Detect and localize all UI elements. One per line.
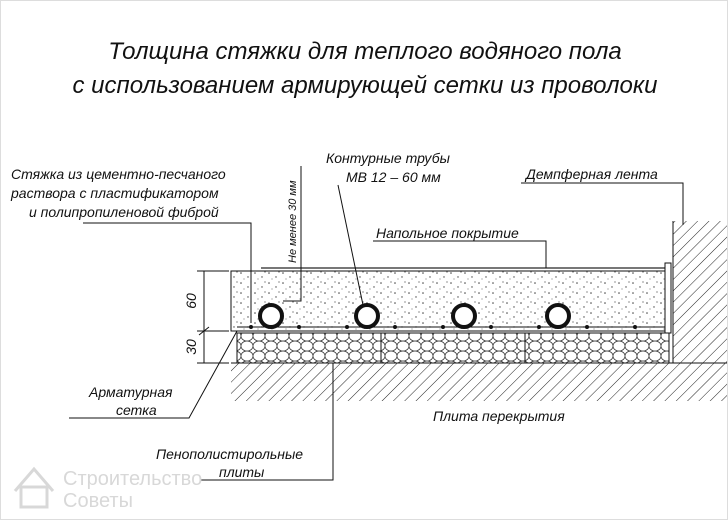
label-screed-2: раствора с пластификатором [10,185,219,201]
dimension-lines [197,270,229,364]
label-screed-1: Стяжка из цементно-песчаного [11,166,226,182]
label-pipes-2: МВ 12 – 60 мм [346,169,441,185]
watermark-line-1: Строительство [63,468,202,490]
label-mesh-1: Арматурная [88,384,173,400]
reinforcing-mesh [237,325,665,329]
label-min-thickness: Не менее 30 мм [287,180,299,263]
heating-pipes [258,303,571,329]
house-icon [13,466,55,509]
label-slab: Плита перекрытия [433,408,565,424]
title-line-1: Толщина стяжки для теплого водяного пола [108,38,621,65]
pipe [545,303,571,329]
dimension-screed: 60 [183,293,199,309]
label-eps-2: плиты [219,464,265,480]
label-damper-tape: Демпферная лента [524,166,658,182]
title-line-2: с использованием армирующей сетки из про… [72,72,657,99]
pipe [258,303,284,329]
label-mesh-2: сетка [116,402,157,418]
pipe [354,303,380,329]
label-floor-covering: Напольное покрытие [376,225,519,241]
leader-lines [69,166,684,481]
damper-tape [664,262,672,334]
label-eps-1: Пенополистирольные [156,446,303,462]
pipe [451,303,477,329]
dimension-insulation: 30 [183,339,199,355]
floor-slab [231,362,727,401]
wall [672,221,727,363]
watermark-line-2: Советы [63,490,133,512]
screed-layer [230,267,668,332]
watermark: Строительство Советы [13,466,202,512]
label-pipes-1: Контурные трубы [326,150,451,166]
eps-insulation-boards [236,332,670,364]
label-screed-3: и полипропиленовой фиброй [29,204,219,220]
